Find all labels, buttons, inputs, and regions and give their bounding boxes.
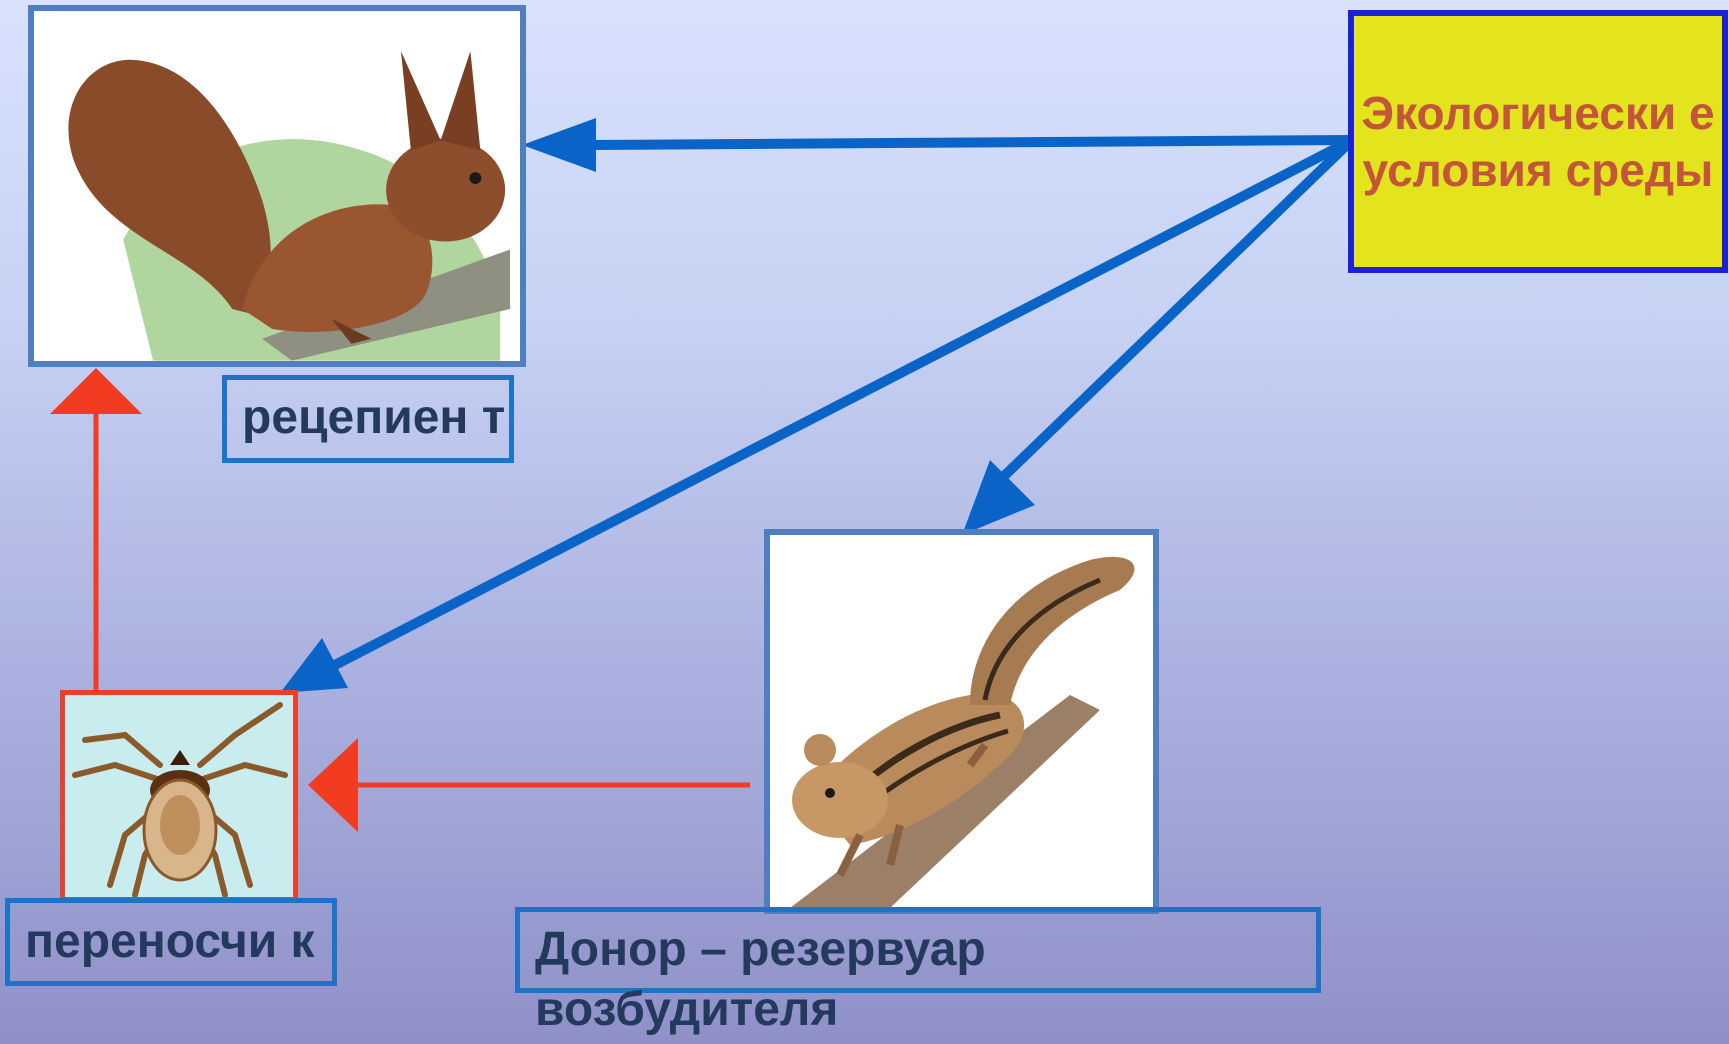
arrow-env-to-recipient [590, 140, 1352, 145]
environment-label: Экологически е условия среды [1354, 85, 1722, 199]
recipient-label: рецепиен т [242, 388, 512, 448]
vector-image-frame [60, 690, 298, 902]
arrowhead-donor [962, 460, 1035, 535]
arrowhead-vector-red [308, 738, 358, 832]
donor-image-frame [764, 529, 1159, 914]
arrowhead-recipient-red [50, 368, 142, 414]
squirrel-icon [34, 11, 520, 361]
arrow-env-to-donor [1000, 140, 1352, 480]
vector-label: переносчи к [25, 912, 330, 972]
donor-label: Донор – резервуар возбудителя [535, 920, 1095, 1040]
recipient-image-frame [28, 5, 526, 367]
chipmunk-icon [770, 535, 1153, 908]
tick-icon [65, 695, 293, 897]
arrowhead-recipient [522, 118, 596, 172]
environment-box: Экологически е условия среды [1348, 10, 1728, 273]
